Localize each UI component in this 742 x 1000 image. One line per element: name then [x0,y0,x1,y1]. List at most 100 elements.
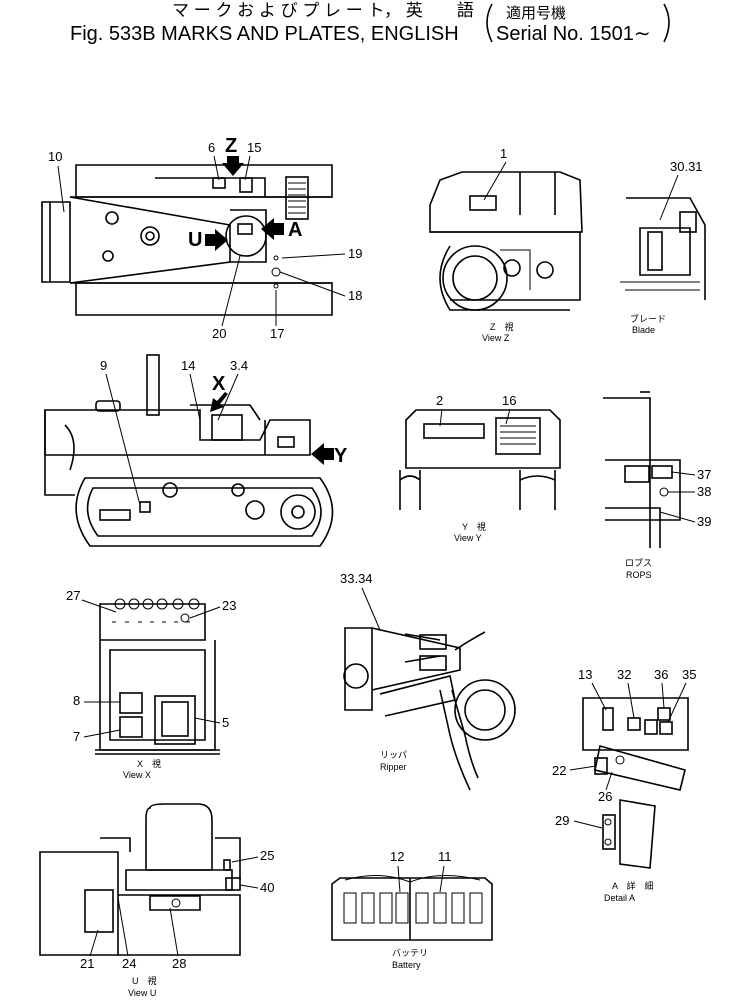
view-u-plate-40 [225,877,241,891]
detail-a-panel [582,697,689,751]
rops-frame [603,397,651,548]
label-18: 18 [348,288,362,303]
side-exhaust [146,354,160,416]
view-u-seat-base [125,869,233,891]
plan-detail-circle [225,215,267,257]
label-15: 15 [247,140,261,155]
arrow-z-icon [222,156,244,176]
ripper-caption-jp: リッパ [380,750,407,760]
side-body [44,409,311,456]
view-y-caption-jp: Y 視 [462,521,486,532]
detail-a-lever [594,744,686,791]
detail-a-bracket [619,799,656,869]
label-25: 25 [260,848,274,863]
serial-jp: 適用号機 [506,4,566,22]
blade-caption-jp: ブレード [630,313,666,324]
detail-a-view: 13 32 36 35 22 26 29 A 詳 細 Detail A [552,667,696,903]
view-x-plate-5 [154,695,196,745]
label-35: 35 [682,667,696,682]
plan-seat-grille [285,176,309,220]
top-plan-view: Z U A 10 6 15 19 18 20 17 [41,135,362,341]
label-19: 19 [348,246,362,261]
label-24: 24 [122,956,136,971]
battery-view: 12 11 バッテリ Battery [331,849,493,970]
battery-box [331,877,493,941]
view-z-body [429,171,583,233]
plan-rear-grille [41,201,71,283]
label-3-4: 3.4 [230,358,248,373]
label-10: 10 [48,149,62,164]
label-28: 28 [172,956,186,971]
detail-a-caption-jp: A 詳 細 [612,880,654,891]
letter-y: Y [334,445,348,467]
view-x: 27 23 8 7 5 X 視 View X [66,588,236,780]
view-u-left-box [39,851,119,956]
ripper-cylinder [404,633,441,663]
label-20: 20 [212,326,226,341]
view-u-caption-en: View U [128,988,156,998]
view-x-dash-panel [99,603,206,641]
label-7: 7 [73,729,80,744]
label-9: 9 [100,358,107,373]
plan-lower-track [75,282,333,316]
label-11: 11 [438,849,452,864]
view-x-caption-jp: X 視 [137,758,161,769]
label-33-34: 33.34 [340,571,373,586]
view-u-seat-back [145,803,213,871]
view-u-plate-21 [84,889,114,933]
arrow-y-icon [311,443,334,465]
view-x-plate-7 [119,716,143,738]
label-40: 40 [260,880,274,895]
arrow-u-icon [205,229,228,251]
ripper-mount [344,627,373,711]
plan-upper-track [75,164,333,198]
view-z-caption-jp: Z 視 [490,321,514,332]
label-16: 16 [502,393,516,408]
label-37: 37 [697,467,711,482]
view-y-body [405,409,561,469]
rops-view: 37 38 39 ロプス ROPS [603,391,711,580]
side-track [75,477,334,547]
side-idler [280,494,316,530]
view-x-plate-8 [119,692,143,714]
ripper-idler [454,679,516,741]
side-view: X Y 9 14 3.4 [44,354,348,547]
label-39: 39 [697,514,711,529]
blade-caption-en: Blade [632,325,655,335]
view-z: 1 Z 視 View Z [429,146,583,343]
label-21: 21 [80,956,94,971]
view-u-caption-jp: U 視 [132,975,157,986]
label-5: 5 [222,715,229,730]
label-36: 36 [654,667,668,682]
letter-x: X [212,373,226,395]
rops-caption-en: ROPS [626,570,652,580]
arrow-a-icon [261,218,284,240]
label-14: 14 [181,358,195,373]
battery-caption-jp: バッテリ [392,948,428,958]
serial-en: Serial No. 1501∼ [496,23,651,45]
view-x-caption-en: View X [123,770,151,780]
letter-z: Z [225,135,237,157]
view-y-caption-en: View Y [454,533,482,543]
label-26: 26 [598,789,612,804]
label-22: 22 [552,763,566,778]
label-30-31: 30.31 [670,159,703,174]
blade-view: 30.31 ブレード Blade [620,159,706,335]
label-27: 27 [66,588,80,603]
label-12: 12 [390,849,404,864]
label-8: 8 [73,693,80,708]
label-38: 38 [697,484,711,499]
ripper-shank [439,689,471,791]
label-29: 29 [555,813,569,828]
serial-paren-right [663,3,670,43]
blade-plate [639,227,691,276]
title-jp: マ ー ク お よ び プ レ ー ト， 英 語 [172,1,474,20]
view-u: 25 40 21 24 28 U 視 View U [39,803,274,998]
view-z-caption-en: View Z [482,333,510,343]
letter-a: A [288,219,302,241]
ripper-caption-en: Ripper [380,762,407,772]
view-y: 2 16 Y 視 View Y [399,393,561,543]
rops-caption-jp: ロプス [625,558,652,568]
letter-u: U [188,229,202,251]
